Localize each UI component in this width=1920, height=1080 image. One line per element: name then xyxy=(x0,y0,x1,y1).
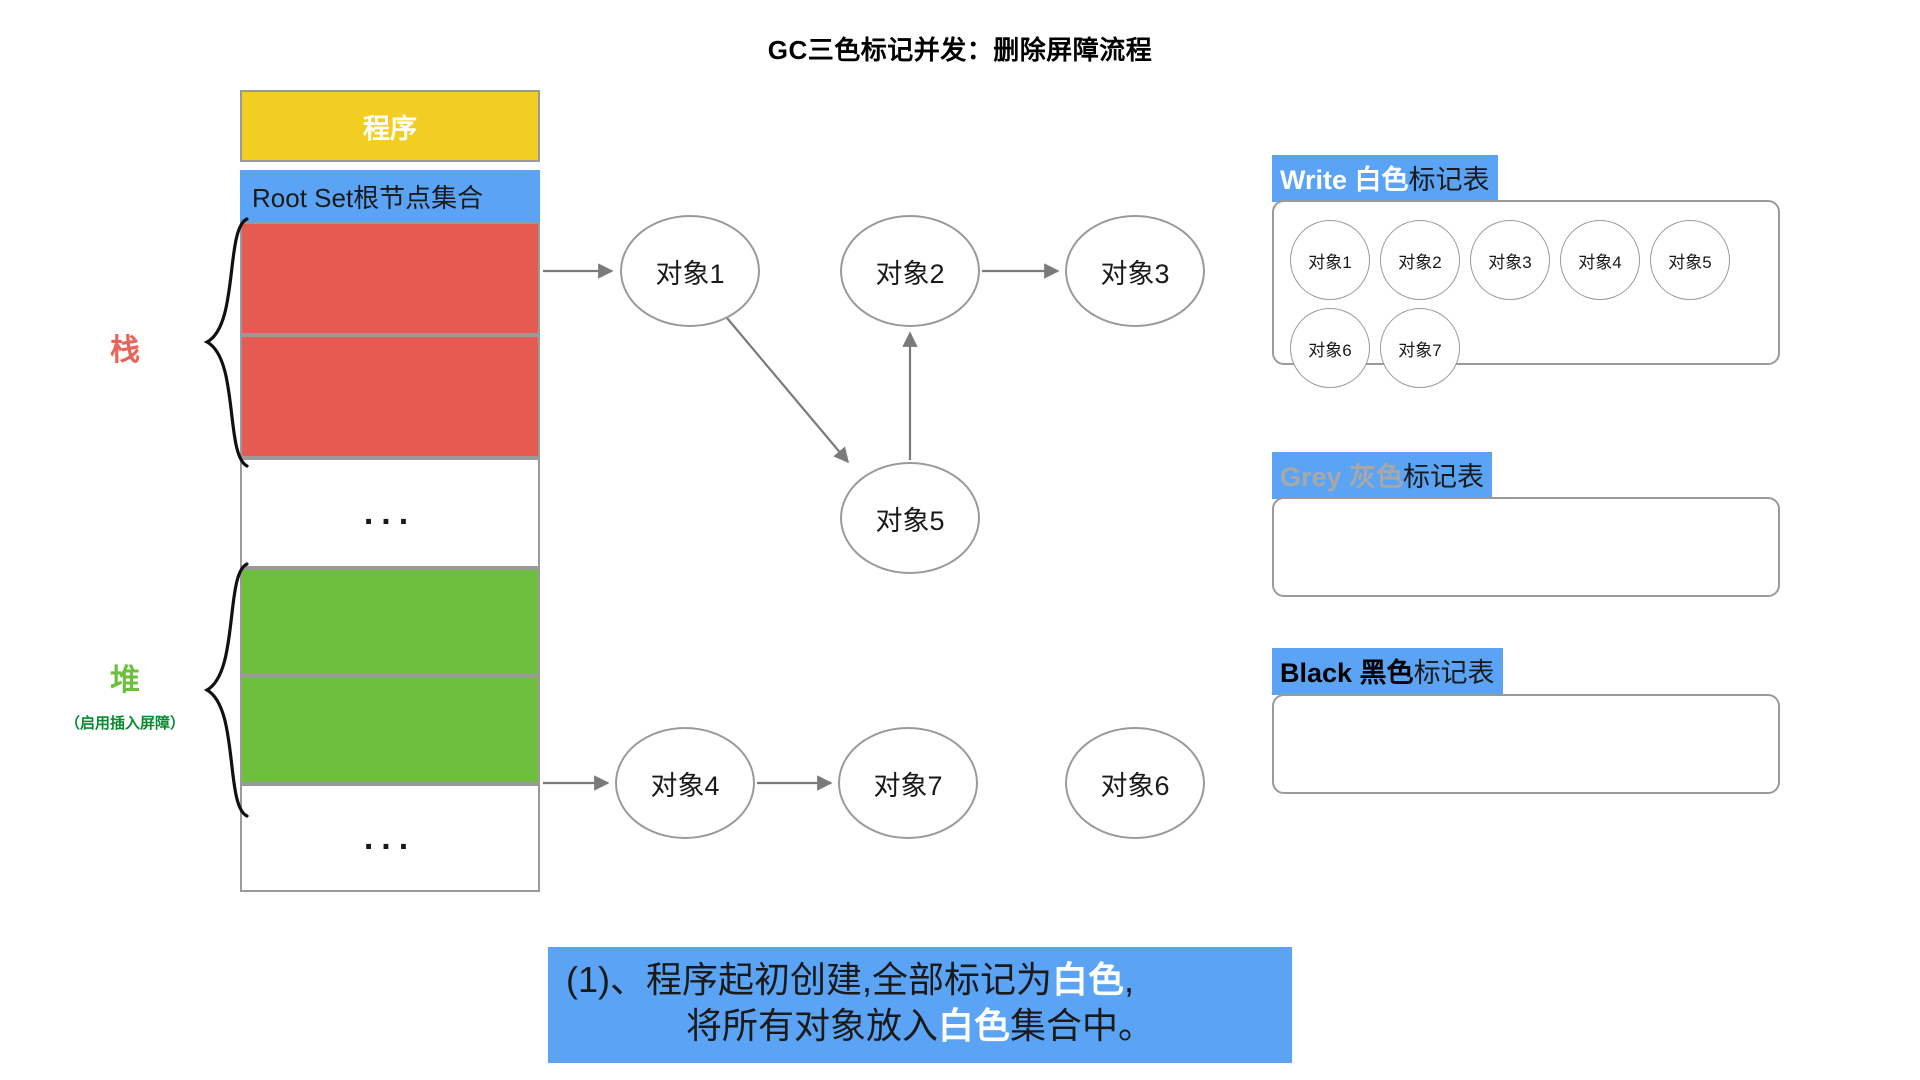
root-set-block: Root Set根节点集合 xyxy=(240,170,540,222)
ellipsis-text: ... xyxy=(363,493,417,532)
graph-node-object7[interactable]: 对象7 xyxy=(838,727,978,839)
white-table-header-emphasis: Write 白色 xyxy=(1280,165,1409,195)
step-caption: (1)、程序起初创建,全部标记为白色, 将所有对象放入白色集合中。 xyxy=(548,947,1292,1064)
white-table-header: Write 白色标记表 xyxy=(1272,155,1498,202)
white-table-items: 对象1 对象2 对象3 对象4 对象5 对象6 对象7 xyxy=(1286,212,1766,396)
white-chip[interactable]: 对象3 xyxy=(1470,220,1550,300)
caption-line2-text-a: 将所有对象放入 xyxy=(685,1005,938,1047)
caption-line-2: 将所有对象放入白色集合中。 xyxy=(560,1003,1280,1049)
white-chip[interactable]: 对象4 xyxy=(1560,220,1640,300)
page-title: GC三色标记并发：删除屏障流程 xyxy=(767,35,1153,65)
heap-slot-green-2 xyxy=(240,676,540,784)
program-block: 程序 xyxy=(240,90,540,162)
grey-table-header-tail: 标记表 xyxy=(1403,462,1485,492)
white-table-header-tail: 标记表 xyxy=(1408,165,1490,195)
white-chip[interactable]: 对象2 xyxy=(1380,220,1460,300)
graph-node-object6[interactable]: 对象6 xyxy=(1065,727,1205,839)
black-table-header: Black 黑色标记表 xyxy=(1272,648,1503,695)
grey-table-header: Grey 灰色标记表 xyxy=(1272,452,1493,499)
stack-label: 栈 xyxy=(110,334,140,367)
white-chip[interactable]: 对象7 xyxy=(1380,308,1460,388)
grey-table-box xyxy=(1272,497,1780,597)
black-table-header-tail: 标记表 xyxy=(1413,658,1495,688)
stack-slot-ellipsis: ... xyxy=(240,458,540,568)
stack-slot-red-2 xyxy=(240,335,540,458)
graph-node-object4[interactable]: 对象4 xyxy=(615,727,755,839)
graph-node-object1[interactable]: 对象1 xyxy=(620,215,760,327)
heap-brace-icon xyxy=(203,562,249,818)
caption-line2-text-b: 集合中。 xyxy=(1010,1005,1155,1047)
heap-label: 堆 xyxy=(110,664,140,697)
heap-slot-green-1 xyxy=(240,568,540,676)
graph-node-object2[interactable]: 对象2 xyxy=(840,215,980,327)
stack-slot-red-1 xyxy=(240,222,540,335)
grey-table-header-emphasis: Grey 灰色 xyxy=(1280,462,1404,492)
caption-line1-text-a: (1)、程序起初创建,全部标记为 xyxy=(566,959,1053,1000)
caption-line1-text-b: , xyxy=(1124,959,1135,1000)
caption-line2-emphasis: 白色 xyxy=(937,1005,1010,1047)
white-chip[interactable]: 对象1 xyxy=(1290,220,1370,300)
graph-node-object5[interactable]: 对象5 xyxy=(840,462,980,574)
ellipsis-text: ... xyxy=(363,818,417,857)
heap-slot-ellipsis: ... xyxy=(240,784,540,892)
caption-line-1: (1)、程序起初创建,全部标记为白色, xyxy=(560,957,1280,1003)
white-chip[interactable]: 对象5 xyxy=(1650,220,1730,300)
stack-brace-icon xyxy=(203,217,249,468)
graph-node-object3[interactable]: 对象3 xyxy=(1065,215,1205,327)
black-table-header-emphasis: Black 黑色 xyxy=(1280,658,1414,688)
heap-sublabel: （启用插入屏障） xyxy=(64,715,185,732)
white-chip[interactable]: 对象6 xyxy=(1290,308,1370,388)
caption-line1-emphasis: 白色 xyxy=(1052,959,1125,1000)
black-table-box xyxy=(1272,694,1780,794)
